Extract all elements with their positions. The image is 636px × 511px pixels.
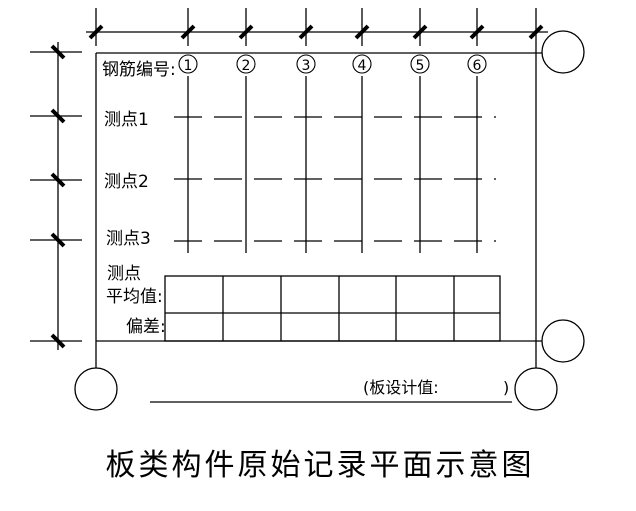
axis-circle-bottom-right	[514, 367, 558, 411]
measure-point-2-label: 测点2	[104, 172, 149, 192]
axis-circle-top-right	[541, 30, 585, 74]
rebar-number-2: 2	[242, 58, 251, 74]
axis-circle-bottom-left	[74, 367, 118, 411]
rebar-number-4: 4	[358, 58, 367, 74]
measure-point-3-label: 测点3	[106, 229, 151, 249]
rebar-number-label: 钢筋编号:	[102, 60, 176, 80]
average-label-line1: 测点	[107, 264, 141, 284]
design-value-close: )	[503, 378, 509, 397]
average-label-line2: 平均值:	[106, 287, 163, 307]
rebar-number-1: 1	[184, 58, 193, 74]
diagram-title: 板类构件原始记录平面示意图	[106, 448, 535, 483]
axis-circle-right	[541, 319, 585, 363]
average-deviation-table	[164, 275, 501, 342]
design-value-label: (板设计值:	[363, 378, 439, 397]
rebar-number-5: 5	[416, 58, 425, 74]
deviation-label: 偏差:	[126, 317, 166, 337]
measure-point-1-label: 测点1	[104, 110, 149, 130]
rebar-number-3: 3	[302, 58, 311, 74]
rebar-number-6: 6	[473, 58, 482, 74]
